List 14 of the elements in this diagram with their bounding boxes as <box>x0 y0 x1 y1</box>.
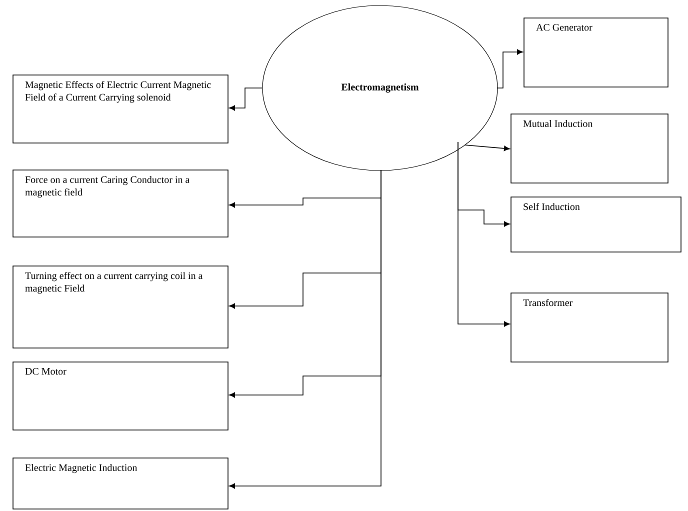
arrow <box>496 49 523 88</box>
topic-box: Electric Magnetic Induction <box>12 458 228 510</box>
topic-box: Force on a current Caring Conductor in a magnetic field <box>12 170 228 238</box>
topic-box: Mutual Induction <box>510 114 668 184</box>
arrow <box>458 142 510 327</box>
topic-box: Turning effect on a current carrying coil in a magnetic Field <box>12 266 228 348</box>
topic-box: DC Motor <box>12 362 228 430</box>
arrow <box>464 144 510 152</box>
arrow <box>229 88 262 111</box>
topic-box: Magnetic Effects of Electric Current Magnetic Field of a Current Carrying solenoid <box>12 74 228 144</box>
topic-box: Self Induction <box>510 196 682 252</box>
topic-box: Transformer <box>510 292 668 362</box>
arrow <box>229 170 382 489</box>
topic-box: AC Generator <box>524 18 668 88</box>
